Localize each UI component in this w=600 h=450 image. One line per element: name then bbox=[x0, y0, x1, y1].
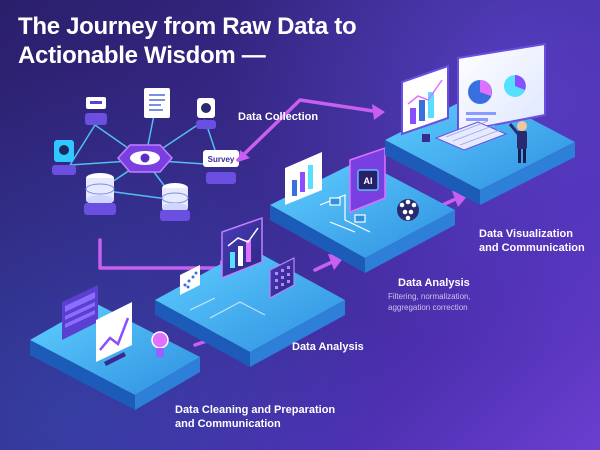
label-data-collection: Data Collection bbox=[238, 111, 319, 123]
presenter-person-icon bbox=[508, 121, 527, 163]
label-data-cleaning: Data Cleaning and Preparation and Commun… bbox=[175, 403, 335, 431]
platform-analysis-upper: AI bbox=[270, 146, 455, 273]
database-icon bbox=[84, 173, 116, 215]
flowchart-traces bbox=[319, 194, 371, 233]
pie-chart-board-icon bbox=[457, 42, 546, 134]
label-data-cleaning-line-1: Data Cleaning and Preparation bbox=[175, 404, 336, 416]
page-title: The Journey from Raw Data to Actionable … bbox=[18, 12, 418, 70]
platform-cleaning bbox=[30, 285, 200, 410]
network-hub: Survey bbox=[52, 88, 239, 221]
eye-icon bbox=[116, 144, 174, 173]
camera-icon bbox=[196, 98, 216, 129]
database-icon-secondary bbox=[160, 183, 190, 221]
webcam-icon bbox=[52, 140, 76, 175]
lightbulb-icon bbox=[151, 331, 169, 357]
note-data-analysis-upper: Filtering, normalization, aggregation co… bbox=[388, 291, 471, 313]
bar-chart-monitor-icon bbox=[401, 64, 449, 142]
bar-chart-screen-icon bbox=[221, 216, 263, 280]
label-data-visualization-line-1: Data Visualization bbox=[479, 228, 573, 240]
ai-chip-icon: AI bbox=[349, 146, 386, 214]
dashboard-panel-icon bbox=[62, 285, 98, 340]
platform-analysis-lower bbox=[155, 216, 345, 367]
label-data-analysis-lower: Data Analysis bbox=[292, 341, 364, 353]
arrow-collection-to-cleaning bbox=[98, 238, 232, 270]
arrow-to-visualization bbox=[236, 98, 382, 162]
note-line-2: aggregation correction bbox=[388, 303, 468, 312]
network-node-tag bbox=[85, 97, 107, 125]
neural-network-icon bbox=[397, 199, 419, 221]
arrow-analysis-to-analysis bbox=[313, 260, 334, 272]
platform-visualization bbox=[385, 42, 575, 205]
matrix-grid-icon bbox=[269, 257, 295, 300]
document-icon bbox=[144, 88, 170, 118]
title-line-1: The Journey from Raw Data to bbox=[18, 13, 357, 40]
chart-panel-icon bbox=[285, 152, 322, 205]
label-data-analysis-upper: Data Analysis bbox=[398, 277, 470, 289]
line-chart-monitor-icon bbox=[96, 302, 132, 366]
svg-text:Survey: Survey bbox=[208, 155, 235, 164]
label-data-visualization-line-2: and Communication bbox=[479, 242, 585, 254]
survey-tag: Survey bbox=[203, 150, 239, 184]
label-data-cleaning-line-2: and Communication bbox=[175, 418, 281, 430]
label-data-visualization: Data Visualization and Communication bbox=[479, 227, 585, 255]
title-line-2: Actionable Wisdom — bbox=[18, 42, 266, 69]
note-line-1: Filtering, normalization, bbox=[388, 292, 471, 301]
keyboard-icon bbox=[434, 120, 508, 151]
circuit-traces bbox=[189, 297, 266, 319]
scatter-plot-icon bbox=[180, 265, 200, 295]
svg-text:AI: AI bbox=[364, 176, 373, 186]
